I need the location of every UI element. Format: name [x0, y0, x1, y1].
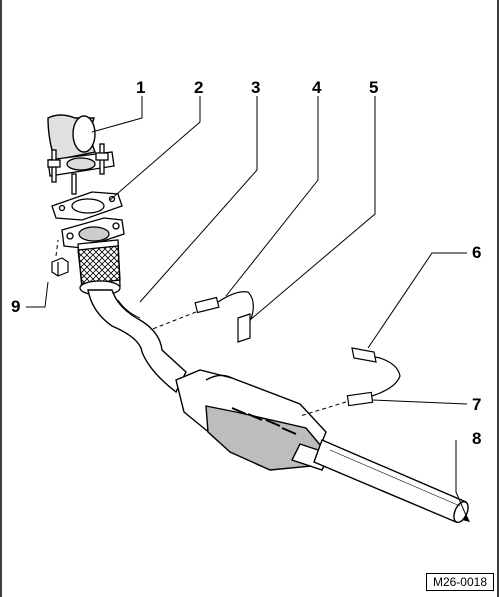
callout-4: 4 — [312, 78, 322, 97]
callout-1: 1 — [136, 78, 146, 97]
callout-7: 7 — [472, 395, 482, 414]
callout-9: 9 — [11, 297, 21, 316]
rear-pipe — [313, 439, 469, 524]
nut — [51, 257, 69, 277]
callout-2: 2 — [194, 78, 204, 97]
oxygen-sensor-upstream — [194, 291, 254, 343]
arrow-head — [462, 514, 470, 522]
oxygen-sensor-downstream — [346, 347, 401, 407]
catalytic-converter — [175, 369, 331, 471]
callout-6: 6 — [472, 243, 482, 262]
callout-8: 8 — [472, 429, 482, 448]
front-pipe — [87, 289, 187, 394]
flex-pipe — [77, 239, 121, 296]
callout-3: 3 — [251, 78, 261, 97]
figure-code: M26-0018 — [425, 573, 494, 591]
upper-flange — [47, 143, 115, 195]
gasket — [51, 191, 123, 221]
leader-lines — [26, 96, 469, 521]
lower-flange — [61, 217, 125, 249]
callout-5: 5 — [369, 78, 379, 97]
exhaust-pipe-stub — [47, 114, 96, 161]
dashed-leaders — [55, 239, 347, 417]
